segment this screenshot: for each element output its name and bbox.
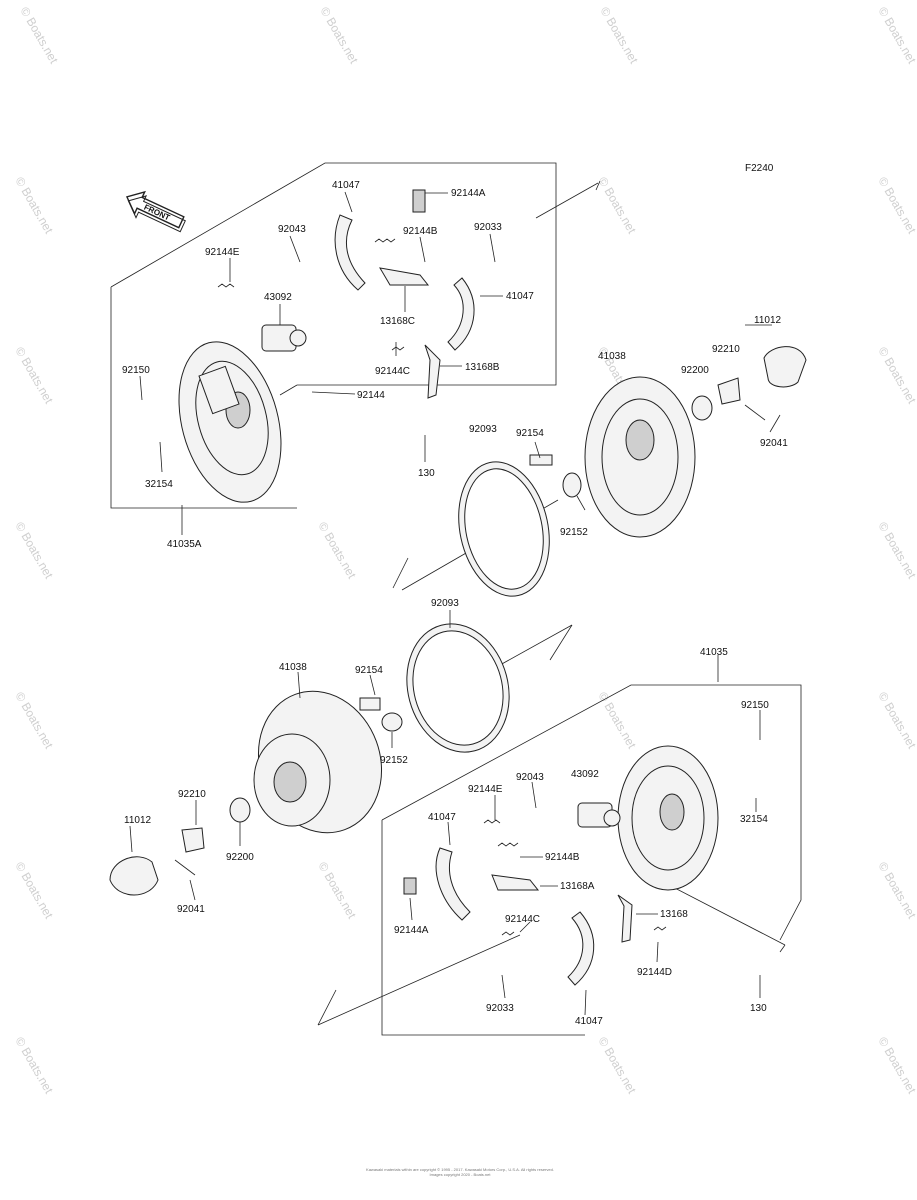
watermark: © Boats.net bbox=[595, 690, 639, 752]
watermark: © Boats.net bbox=[875, 175, 917, 237]
part-label: 130 bbox=[418, 468, 435, 479]
part-label: 92152 bbox=[560, 527, 588, 538]
part-label: 11012 bbox=[754, 315, 782, 326]
front-arrow-icon: FRONT bbox=[125, 190, 186, 233]
part-label: 92150 bbox=[122, 365, 150, 376]
part-label: 92041 bbox=[760, 438, 788, 449]
watermark: © Boats.net bbox=[597, 5, 641, 67]
lower-brake-panel bbox=[617, 745, 719, 891]
part-label: 92093 bbox=[431, 598, 459, 609]
part-label: 92033 bbox=[474, 222, 502, 233]
part-label: 13168A bbox=[560, 881, 595, 892]
upper-brake-shoe-a bbox=[334, 214, 366, 291]
part-label: 92144E bbox=[205, 247, 240, 258]
part-label: 11012 bbox=[124, 815, 152, 826]
part-label: 32154 bbox=[145, 479, 173, 490]
part-label: 92144 bbox=[357, 390, 385, 401]
part-label: 41035 bbox=[700, 647, 728, 658]
part-label: 43092 bbox=[264, 292, 292, 303]
copyright-notice: Kawasaki materials within are copyright … bbox=[340, 1167, 580, 1177]
upper-part-labels: 41047 92144A 92043 92144B 92033 92144E 4… bbox=[122, 180, 788, 550]
lower-seal-ring bbox=[406, 623, 510, 753]
part-label: 13168B bbox=[465, 362, 500, 373]
watermark: © Boats.net bbox=[875, 1035, 917, 1097]
watermark: © Boats.net bbox=[12, 520, 56, 582]
upper-brake-panel bbox=[178, 341, 282, 503]
watermark: © Boats.net bbox=[12, 175, 56, 237]
watermark: © Boats.net bbox=[595, 1035, 639, 1097]
part-label: 41047 bbox=[575, 1016, 603, 1027]
part-label: 92043 bbox=[516, 772, 544, 783]
lower-part-labels: 92093 41038 92154 41035 92150 92152 9204… bbox=[124, 598, 769, 1027]
watermark: © Boats.net bbox=[317, 5, 361, 67]
lower-brake-drum bbox=[253, 690, 403, 834]
part-label: 92144B bbox=[545, 852, 580, 863]
lower-wheel-cylinder bbox=[577, 802, 621, 828]
part-label: 92033 bbox=[486, 1003, 514, 1014]
part-label: 41047 bbox=[332, 180, 360, 191]
part-label: 92152 bbox=[380, 755, 408, 766]
leader-lines bbox=[129, 191, 781, 1016]
part-label: 92210 bbox=[712, 344, 740, 355]
part-label: 41038 bbox=[598, 351, 626, 362]
part-label: 92043 bbox=[278, 224, 306, 235]
part-label: 13168C bbox=[380, 316, 415, 327]
part-label: 92210 bbox=[178, 789, 206, 800]
upper-seal-ring bbox=[458, 461, 550, 597]
watermark: © Boats.net bbox=[12, 1035, 56, 1097]
watermark: © Boats.net bbox=[12, 860, 56, 922]
lower-brake-shoe-b bbox=[567, 894, 633, 986]
part-label: 92144C bbox=[505, 914, 540, 925]
watermark: © Boats.net bbox=[875, 5, 917, 67]
part-label: 92144D bbox=[637, 967, 672, 978]
watermark: © Boats.net bbox=[17, 5, 61, 67]
part-label: 92041 bbox=[177, 904, 205, 915]
part-label: 41047 bbox=[506, 291, 534, 302]
part-label: 130 bbox=[750, 1003, 767, 1014]
part-label: 92144A bbox=[394, 925, 429, 936]
upper-brake-shoe-b bbox=[447, 277, 475, 351]
watermark: © Boats.net bbox=[875, 345, 917, 407]
lower-assembly-frame bbox=[317, 624, 802, 1036]
part-label: 92093 bbox=[469, 424, 497, 435]
part-label: 92150 bbox=[741, 700, 769, 711]
figure-reference: F2240 bbox=[745, 163, 774, 174]
upper-adjuster-lever bbox=[379, 267, 441, 399]
part-label: 92144B bbox=[403, 226, 438, 237]
part-label: 43092 bbox=[571, 769, 599, 780]
lower-hub-parts bbox=[109, 797, 251, 896]
watermark: © Boats.net bbox=[875, 520, 917, 582]
part-label: 92154 bbox=[516, 428, 544, 439]
lower-springs bbox=[483, 819, 667, 936]
watermark: © Boats.net bbox=[315, 520, 359, 582]
upper-springs bbox=[217, 189, 426, 351]
upper-wheel-cylinder bbox=[261, 324, 307, 352]
part-label: 92200 bbox=[226, 852, 254, 863]
lower-adjuster-lever bbox=[491, 874, 540, 891]
upper-brake-drum bbox=[529, 376, 696, 538]
part-label: 41038 bbox=[279, 662, 307, 673]
part-label: 41047 bbox=[428, 812, 456, 823]
watermark: © Boats.net bbox=[875, 860, 917, 922]
part-label: 92200 bbox=[681, 365, 709, 376]
watermark: © Boats.net bbox=[315, 860, 359, 922]
part-label: 92154 bbox=[355, 665, 383, 676]
copyright-line: Kawasaki materials within are copyright … bbox=[366, 1167, 554, 1172]
watermark: © Boats.net bbox=[875, 690, 917, 752]
watermark: © Boats.net bbox=[12, 690, 56, 752]
watermark: © Boats.net bbox=[595, 175, 639, 237]
part-label: 92144E bbox=[468, 784, 503, 795]
part-label: 32154 bbox=[740, 814, 768, 825]
upper-hub-cap bbox=[691, 346, 807, 421]
part-label: 41035A bbox=[167, 539, 202, 550]
copyright-line: Images copyright 2020 - Boats.net bbox=[429, 1172, 491, 1177]
watermark: © Boats.net bbox=[12, 345, 56, 407]
part-label: 92144C bbox=[375, 366, 410, 377]
lower-brake-shoe-a bbox=[403, 847, 471, 921]
part-label: 13168 bbox=[660, 909, 688, 920]
part-label: 92144A bbox=[451, 188, 486, 199]
